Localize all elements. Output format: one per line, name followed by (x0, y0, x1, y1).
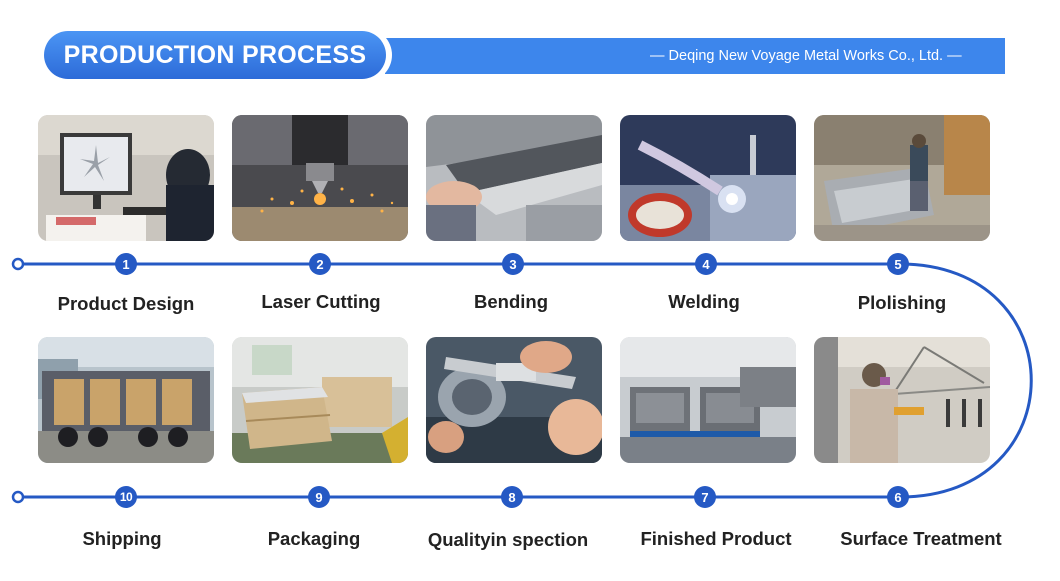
step-label-5: Plolishing (857, 292, 947, 313)
step-label-2: Laser Cutting (261, 291, 381, 312)
finished-product-photo (620, 337, 796, 463)
step-label-3: Bending (474, 291, 548, 312)
laser-cutting-photo (232, 115, 408, 241)
step-label-4: Welding (668, 291, 740, 312)
spray-painting-photo (814, 337, 990, 463)
header-bar (385, 38, 1005, 74)
computer-design-photo (38, 115, 214, 241)
step-badge-10: 10 (115, 486, 137, 508)
bending-photo (426, 115, 602, 241)
step-badge-4: 4 (695, 253, 717, 275)
step-badge-7: 7 (694, 486, 716, 508)
step-badge-1: 1 (115, 253, 137, 275)
caliper-inspection-photo (426, 337, 602, 463)
step-badge-9: 9 (308, 486, 330, 508)
step-label-6: Surface Treatment (840, 528, 1002, 549)
step-badge-8: 8 (501, 486, 523, 508)
step-badge-3: 3 (502, 253, 524, 275)
step-label-10: Shipping (82, 528, 162, 549)
wooden-crate-photo (232, 337, 408, 463)
polishing-photo (814, 115, 990, 241)
welding-photo (620, 115, 796, 241)
start-node-icon (11, 257, 25, 271)
company-name: — Deqing New Voyage Metal Works Co., Ltd… (650, 48, 962, 64)
truck-photo (38, 337, 214, 463)
step-badge-2: 2 (309, 253, 331, 275)
step-badge-6: 6 (887, 486, 909, 508)
step-label-9: Packaging (267, 528, 361, 549)
page-title: PRODUCTION PROCESS (44, 31, 386, 79)
end-node-icon (11, 490, 25, 504)
step-label-8: Qualityin spection (427, 529, 589, 550)
step-label-1: Product Design (57, 293, 195, 314)
step-label-7: Finished Product (640, 528, 792, 549)
step-badge-5: 5 (887, 253, 909, 275)
